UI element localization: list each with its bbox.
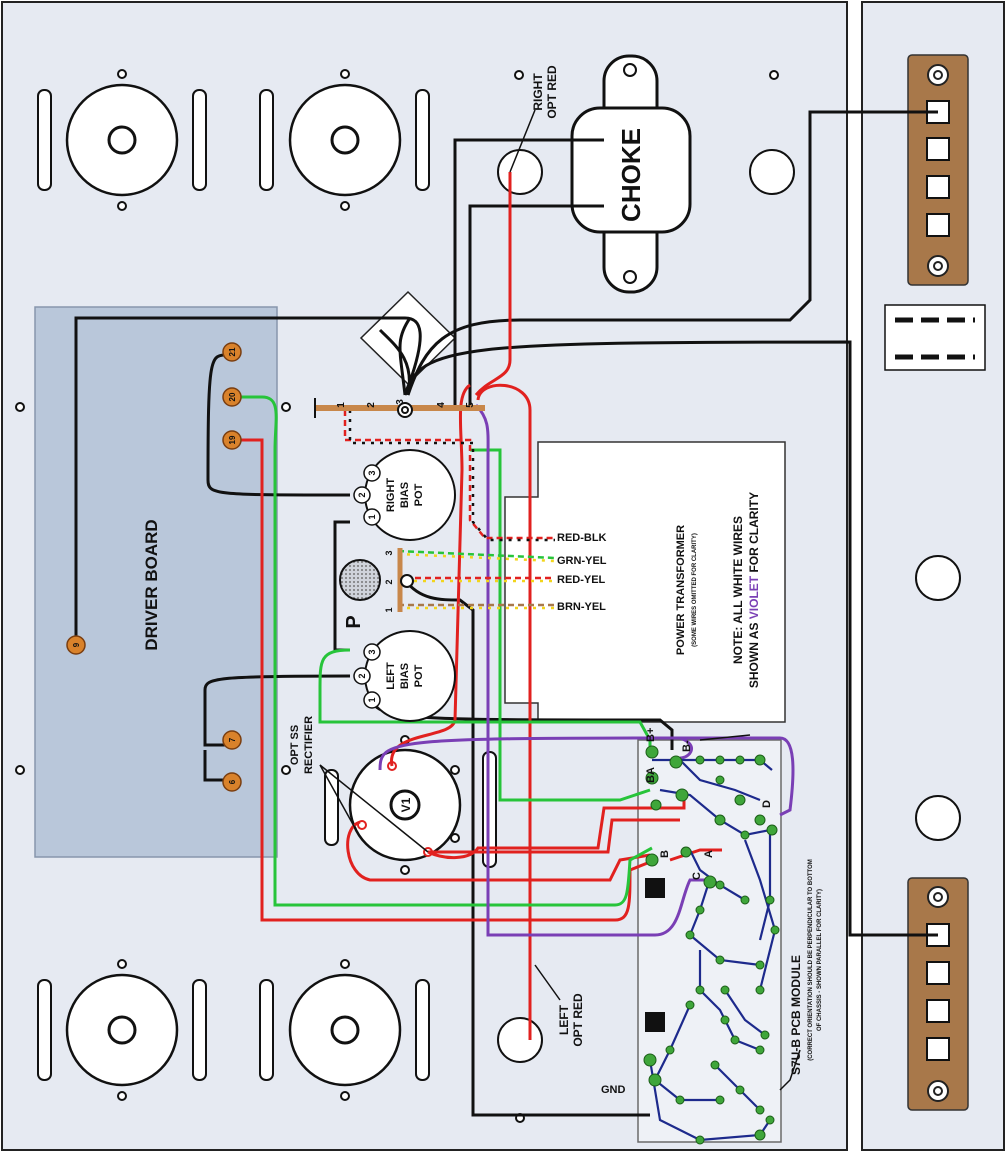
terminal-strip — [314, 398, 485, 418]
left-opt-red-label-1: LEFT — [557, 1004, 571, 1035]
b-plus-label: B+ — [645, 728, 657, 742]
right-bias-label-3: POT — [413, 483, 425, 506]
driver-pin-20: 20 — [228, 392, 237, 401]
left-bias-label-1: LEFT — [385, 662, 397, 690]
c-label: C — [691, 872, 703, 880]
pot-pin-numbers: 1 2 3 1 2 3 1 2 3 — [357, 470, 394, 702]
left-pot-pin-3: 3 — [367, 649, 377, 654]
terminal-strip-numbers: 1 2 3 4 5 — [336, 399, 476, 408]
right-bias-label-1: RIGHT — [385, 478, 397, 513]
p-pot-pin-3: 3 — [384, 550, 394, 555]
tube-socket-top-right — [288, 69, 402, 211]
right-pot-pin-3: 3 — [367, 470, 377, 475]
strip-num-5: 5 — [465, 402, 476, 408]
fuse-holder — [884, 304, 986, 371]
red-wires — [232, 172, 722, 1040]
green-wires — [232, 395, 653, 907]
pcb-title: S7U-B PCB MODULE — [789, 955, 803, 1075]
left-bias-label-3: POT — [413, 664, 425, 687]
v1-label: V1 — [399, 797, 413, 812]
left-pot-pin-2: 2 — [357, 673, 367, 678]
pcb-component-square-1 — [645, 878, 665, 898]
pcb-pads — [643, 745, 780, 1145]
left-pot-pin-1: 1 — [367, 697, 377, 702]
p-pot-pin-1: 1 — [384, 607, 394, 612]
violet-wires — [378, 403, 795, 937]
pcb-subtitle-1: (CORRECT ORIENTATION SHOULD BE PERPENDIC… — [808, 859, 814, 1061]
tube-socket-bottom-right — [288, 959, 402, 1101]
driver-pin-19: 19 — [228, 435, 237, 444]
opt-ss-label-1: OPT SS — [289, 725, 301, 765]
note-line-2: SHOWN AS VIOLET FOR CLARITY — [747, 492, 761, 688]
right-bias-label-2: BIAS — [399, 482, 411, 508]
driver-pin-numbers: 21 20 19 9 7 6 — [72, 347, 237, 784]
pointer-arrows — [319, 109, 801, 1091]
note-line-1: NOTE: ALL WHITE WIRES — [731, 516, 745, 664]
strip-num-3: 3 — [395, 399, 406, 405]
driver-board-label: DRIVER BOARD — [142, 519, 161, 650]
pt-subtitle: (SOME WIRES OMITTED FOR CLARITY) — [692, 533, 698, 647]
b-label: B — [659, 850, 671, 858]
driver-pin-9: 9 — [72, 642, 81, 647]
driver-pin-6: 6 — [228, 779, 237, 784]
p-label: P — [343, 615, 365, 628]
right-opt-red-label-1: RIGHT — [531, 73, 545, 111]
terminal-block-top — [907, 54, 969, 286]
tube-socket-top-left — [65, 69, 179, 211]
right-pot-pin-2: 2 — [357, 492, 367, 497]
opt-ss-label-2: RECTIFIER — [303, 716, 315, 774]
red-yel-label: RED-YEL — [557, 574, 606, 586]
left-bias-label-2: BIAS — [399, 663, 411, 689]
gnd-label: GND — [601, 1084, 626, 1096]
choke-label: CHOKE — [616, 128, 646, 222]
driver-pin-7: 7 — [228, 737, 237, 742]
right-pot-pin-1: 1 — [367, 514, 377, 519]
right-opt-red-label-2: OPT RED — [545, 65, 559, 119]
strip-num-2: 2 — [366, 402, 377, 408]
red-blk-label: RED-BLK — [557, 532, 607, 544]
right-bias-pot — [353, 449, 456, 541]
driver-pin-21: 21 — [228, 347, 237, 356]
strip-num-1: 1 — [336, 402, 347, 408]
strip-num-4: 4 — [436, 402, 447, 408]
b-minus-label: B- — [681, 740, 693, 752]
p-pot — [339, 548, 414, 612]
left-bias-pot — [353, 630, 456, 722]
tube-socket-bottom-left — [65, 959, 179, 1101]
grn-yel-label: GRN-YEL — [557, 555, 607, 567]
power-transformer — [504, 441, 786, 723]
p-pot-pin-2: 2 — [384, 579, 394, 584]
pt-title: POWER TRANSFORMER — [675, 525, 687, 655]
brn-yel-label: BRN-YEL — [557, 601, 606, 613]
transformer-leads — [343, 410, 556, 610]
pcb-subtitle-2: OF CHASSIS - SHOWN PARALLEL FOR CLARITY) — [817, 889, 823, 1031]
slots — [37, 89, 497, 1081]
terminal-block-bottom — [907, 877, 969, 1111]
left-opt-red-label-2: OPT RED — [571, 993, 585, 1047]
pcb-component-square-2 — [645, 1012, 665, 1032]
d-label: D — [761, 800, 773, 808]
ba-label: BA — [645, 767, 657, 783]
a-label: A — [703, 850, 715, 858]
driver-board-pins — [66, 342, 242, 792]
